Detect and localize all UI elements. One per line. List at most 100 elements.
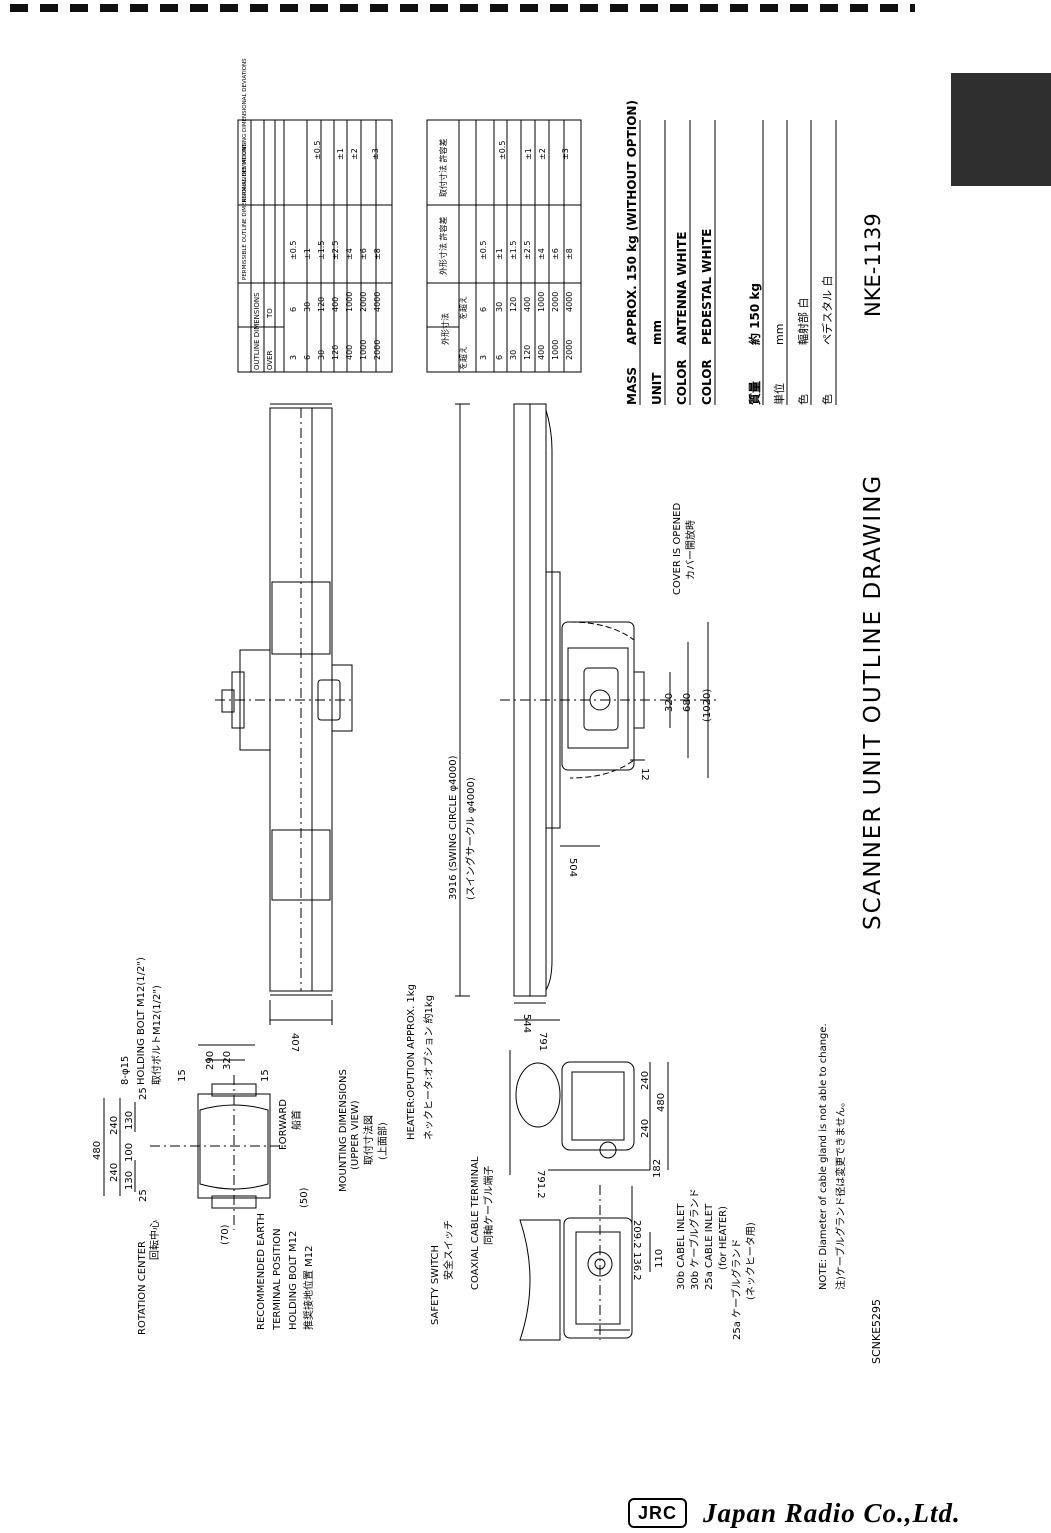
dim-320: 320: [222, 1051, 233, 1070]
tol-en-outline-header: OUTLINE DIMENSIONS: [253, 292, 261, 370]
dim-50: (50): [299, 1187, 310, 1208]
tol-jp-row6-dev: ±6: [551, 248, 560, 260]
spec-jp-color-pedestal-label: 色: [820, 394, 834, 405]
tol-en-row1-to: 6: [289, 307, 298, 312]
drawing-number: SCNKE5295: [870, 1299, 883, 1364]
tol-jp-row3-to: 120: [509, 297, 518, 312]
label-mounting-dims-jp: 取付寸法図: [362, 1115, 375, 1165]
spec-jp-unit-label: 単位: [772, 383, 786, 405]
tol-jp-mount2: ±1: [524, 148, 533, 160]
label-swing-circle: 3916 (SWING CIRCLE φ4000): [448, 755, 459, 900]
tol-en-to-header: TO: [266, 308, 274, 319]
dim-544: 544: [521, 1014, 532, 1033]
tol-en-row2-dev: ±1: [303, 248, 312, 260]
spec-jp-mass-label: 質量: [747, 381, 762, 405]
dim-680: 680: [682, 693, 693, 712]
label-earth-3: HOLDING BOLT M12: [288, 1231, 299, 1330]
label-safety-switch-jp: 安全スイッチ: [442, 1220, 455, 1280]
tol-jp-row2-over: 6: [495, 355, 504, 360]
tol-en-row7-dev: ±8: [373, 248, 382, 260]
tol-en-mount1: ±0.5: [313, 141, 322, 160]
tol-en-row7-over: 2000: [373, 340, 382, 360]
label-bolt-1: 8-φ15: [120, 1056, 131, 1085]
label-cover-opened-jp: カバー開放時: [684, 520, 697, 580]
tol-en-row6-over: 1000: [359, 340, 368, 360]
label-bolt-2: HOLDING BOLT M12(1/2"): [136, 957, 147, 1085]
label-cable-25: 25a CABLE INLET: [704, 1203, 715, 1290]
label-mounting-dims: MOUNTING DIMENSIONS: [338, 1069, 349, 1192]
dim-1020: (1020): [702, 689, 713, 722]
dim-130a: 130: [124, 1171, 135, 1190]
label-heater-jp: ネックヒータ:オプション 約1kg: [422, 995, 435, 1140]
tol-en-mount4: ±3: [371, 148, 380, 160]
tol-en-row6-dev: ±6: [359, 248, 368, 260]
pedestal-front-view: [509, 1050, 669, 1175]
dim-70: (70): [220, 1224, 231, 1245]
label-forward: FORWARD: [278, 1099, 289, 1150]
tol-en-mount-dev-header: PERMISSIBLE MOUNTING DIMENSIONAL DEVIATI…: [242, 58, 248, 202]
dim-100: 100: [124, 1143, 135, 1162]
spec-unit-value: mm: [650, 320, 664, 345]
tol-jp-row2-dev: ±1: [495, 248, 504, 260]
label-cable-25-jp: 25a ケーブルグランド: [730, 1239, 743, 1340]
tol-en-over-header: OVER: [266, 350, 274, 370]
spec-mass-label: MASS: [625, 367, 639, 405]
tol-jp-row5-to: 1000: [537, 292, 546, 312]
tol-en-row3-dev: ±1.5: [317, 241, 326, 260]
tol-jp-over-header: を超え: [458, 346, 468, 370]
spec-unit-label: UNIT: [650, 372, 664, 405]
top-dashed-rule: [10, 4, 915, 12]
spec-color-antenna-label: COLOR: [675, 359, 689, 405]
label-bolt-jp: 取付ボルトM12(1/2"): [150, 985, 163, 1085]
tol-jp-row1-dev: ±0.5: [479, 241, 488, 260]
spec-jp-unit-value: mm: [773, 324, 786, 345]
tol-en-row1-dev: ±0.5: [289, 241, 298, 260]
dim-182: 182: [652, 1159, 663, 1178]
jrc-logo-mark: JRC: [628, 1498, 688, 1528]
dim-7912: 791.2: [535, 1170, 546, 1199]
tol-en-row4-to: 400: [331, 297, 340, 312]
tol-jp-mount4: ±3: [561, 148, 570, 160]
tol-en-row2-over: 6: [303, 355, 312, 360]
tol-jp-row2-to: 30: [495, 302, 504, 312]
drawing-title: SCANNER UNIT OUTLINE DRAWING: [860, 474, 886, 930]
company-name: Japan Radio Co.,Ltd.: [703, 1497, 961, 1528]
spec-jp-mass-value: 約 150 kg: [747, 283, 762, 345]
label-earth-1: RECOMMENDED EARTH: [256, 1213, 267, 1330]
label-note: NOTE: Diameter of cable gland is not abl…: [818, 1023, 829, 1290]
dim-12: 12: [639, 768, 650, 781]
tol-jp-row6-over: 1000: [551, 340, 560, 360]
chapter-tab: [951, 73, 1051, 186]
dim-290: 290: [205, 1051, 216, 1070]
label-earth-2: TERMINAL POSITION: [272, 1228, 283, 1331]
tol-jp-outline-dev-header: 外形寸法 許容差: [438, 216, 448, 275]
tol-jp-to-header: を超え: [458, 296, 468, 320]
dim-240c: 240: [640, 1119, 651, 1138]
label-cable-30: 30b CABEL INLET: [676, 1203, 687, 1290]
label-heater: HEATER:OPUTION APPROX. 1kg: [406, 984, 417, 1140]
dim-240a: 240: [109, 1163, 120, 1182]
tol-jp-row3-over: 30: [509, 350, 518, 360]
spec-mass-value: APPROX. 150 kg (WITHOUT OPTION): [625, 100, 639, 345]
spec-color-pedestal-value: PEDESTAL WHITE: [700, 229, 714, 345]
model-number: NKE-1139: [861, 213, 885, 317]
label-note-jp: 注)ケーブルグランド径は変更できません。: [834, 1097, 847, 1290]
label-coaxial: COAXIAL CABLE TERMINAL: [470, 1156, 481, 1290]
tol-jp-row7-over: 2000: [565, 340, 574, 360]
dim-480: 480: [92, 1141, 103, 1160]
dim-25a: 25: [138, 1189, 149, 1202]
tol-jp-row4-to: 400: [523, 297, 532, 312]
label-coaxial-jp: 同軸ケーブル端子: [482, 1166, 495, 1245]
tol-jp-row4-dev: ±2.5: [523, 241, 532, 260]
spec-jp-color-pedestal-value: ペデスタル 白: [820, 276, 834, 346]
tol-jp-outline-header: 外形寸法: [440, 313, 450, 345]
tol-jp-row1-over: 3: [479, 355, 488, 360]
tol-en-row1-over: 3: [289, 355, 298, 360]
pedestal-rear-view: [519, 1185, 651, 1341]
tol-en-row5-to: 1000: [345, 292, 354, 312]
dim-25b: 25: [138, 1087, 149, 1100]
label-swing-circle-jp: (スイングサークル φ4000): [464, 777, 477, 900]
tol-jp-mount1: ±0.5: [498, 141, 507, 160]
spec-jp-color-antenna-value: 輻射部 白: [796, 298, 810, 346]
